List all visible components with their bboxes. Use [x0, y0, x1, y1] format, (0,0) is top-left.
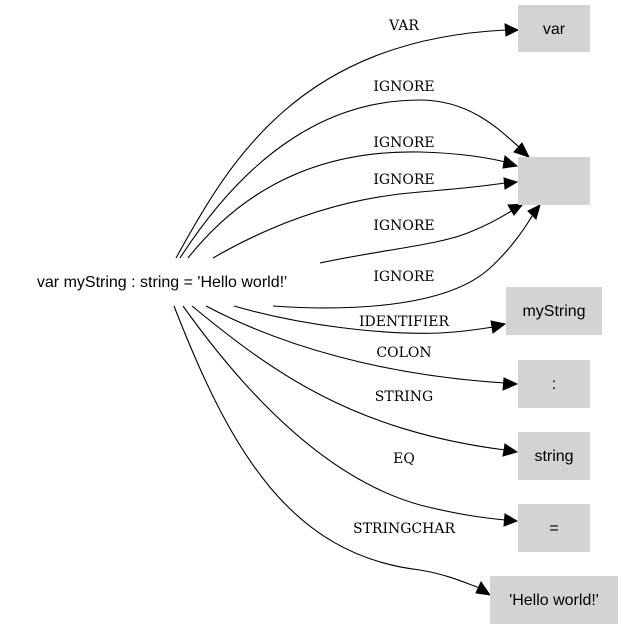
node-colon-label: : [552, 376, 556, 393]
edge-colon-arrowhead [502, 377, 519, 391]
edge-var-label: VAR [388, 18, 419, 34]
edge-colon-line [205, 305, 506, 384]
edge-eq-label: EQ [393, 451, 415, 467]
edge-ignore-1-line [179, 99, 521, 259]
node-colon: : [518, 360, 590, 408]
node-eq-box [518, 504, 590, 552]
edge-ignore-5-label: IGNORE [373, 269, 434, 285]
edge-stringchar-arrowhead [475, 580, 492, 596]
edge-identifier: IDENTIFIER [233, 305, 507, 334]
edge-ignore-1-label: IGNORE [373, 79, 434, 95]
node-identifier-box [506, 287, 602, 335]
edge-ignore-4-arrowhead [507, 203, 525, 216]
edge-ignore-5: IGNORE [272, 204, 541, 309]
edge-string-line [191, 305, 506, 451]
edge-ignore-3-label: IGNORE [373, 172, 434, 188]
edge-var-arrowhead [504, 23, 520, 37]
edge-ignore-3: IGNORE [212, 172, 519, 259]
edge-ignore-2-arrowhead [502, 155, 519, 169]
edge-ignore-2-label: IGNORE [373, 135, 434, 151]
node-eq-label: = [549, 520, 558, 537]
edge-ignore-2: IGNORE [187, 135, 519, 259]
edge-ignore-1-arrowhead [513, 142, 530, 158]
node-colon-box [518, 360, 590, 408]
edge-string-arrowhead [502, 443, 519, 457]
node-identifier-label: myString [522, 303, 585, 320]
edge-ignore-2-line [187, 151, 506, 259]
edge-ignore-1: IGNORE [179, 79, 530, 259]
node-stringchar: 'Hello world!' [490, 576, 618, 624]
node-stringchar-box [490, 576, 618, 624]
edge-ignore-4: IGNORE [319, 203, 525, 264]
edge-ignore-3-arrowhead [503, 177, 519, 190]
node-string-box [518, 432, 590, 480]
edge-stringchar: STRINGCHAR [173, 305, 492, 596]
edge-var-line [175, 29, 507, 259]
node-eq: = [518, 504, 590, 552]
edge-string-label: STRING [375, 389, 433, 405]
edge-identifier-line [233, 305, 494, 334]
edge-stringchar-label: STRINGCHAR [353, 521, 455, 537]
edge-identifier-label: IDENTIFIER [359, 314, 450, 330]
edge-ignore-3-line [212, 182, 506, 259]
node-identifier: myString [506, 287, 602, 335]
edge-colon: COLON [205, 305, 519, 391]
edge-ignore-5-arrowhead [527, 204, 541, 220]
node-var-box [518, 5, 590, 52]
node-stringchar-label: 'Hello world!' [509, 592, 599, 609]
edge-string: STRING [191, 305, 519, 457]
edge-eq: EQ [182, 305, 519, 527]
node-empty-box [518, 157, 590, 205]
edge-stringchar-line [173, 305, 481, 589]
edge-colon-label: COLON [376, 345, 431, 361]
edge-var: VAR [175, 18, 520, 259]
node-var: var [518, 5, 590, 52]
edge-eq-line [182, 305, 506, 521]
node-empty [518, 157, 590, 205]
edge-ignore-5-line [272, 215, 533, 309]
edge-identifier-arrowhead [490, 320, 507, 334]
node-var-label: var [543, 21, 566, 38]
source-node-label: var myString : string = 'Hello world!' [37, 274, 287, 291]
edge-ignore-4-label: IGNORE [373, 218, 434, 234]
edge-eq-arrowhead [503, 513, 519, 527]
node-string-label: string [534, 448, 573, 465]
edge-ignore-4-line [319, 209, 514, 264]
node-string: string [518, 432, 590, 480]
